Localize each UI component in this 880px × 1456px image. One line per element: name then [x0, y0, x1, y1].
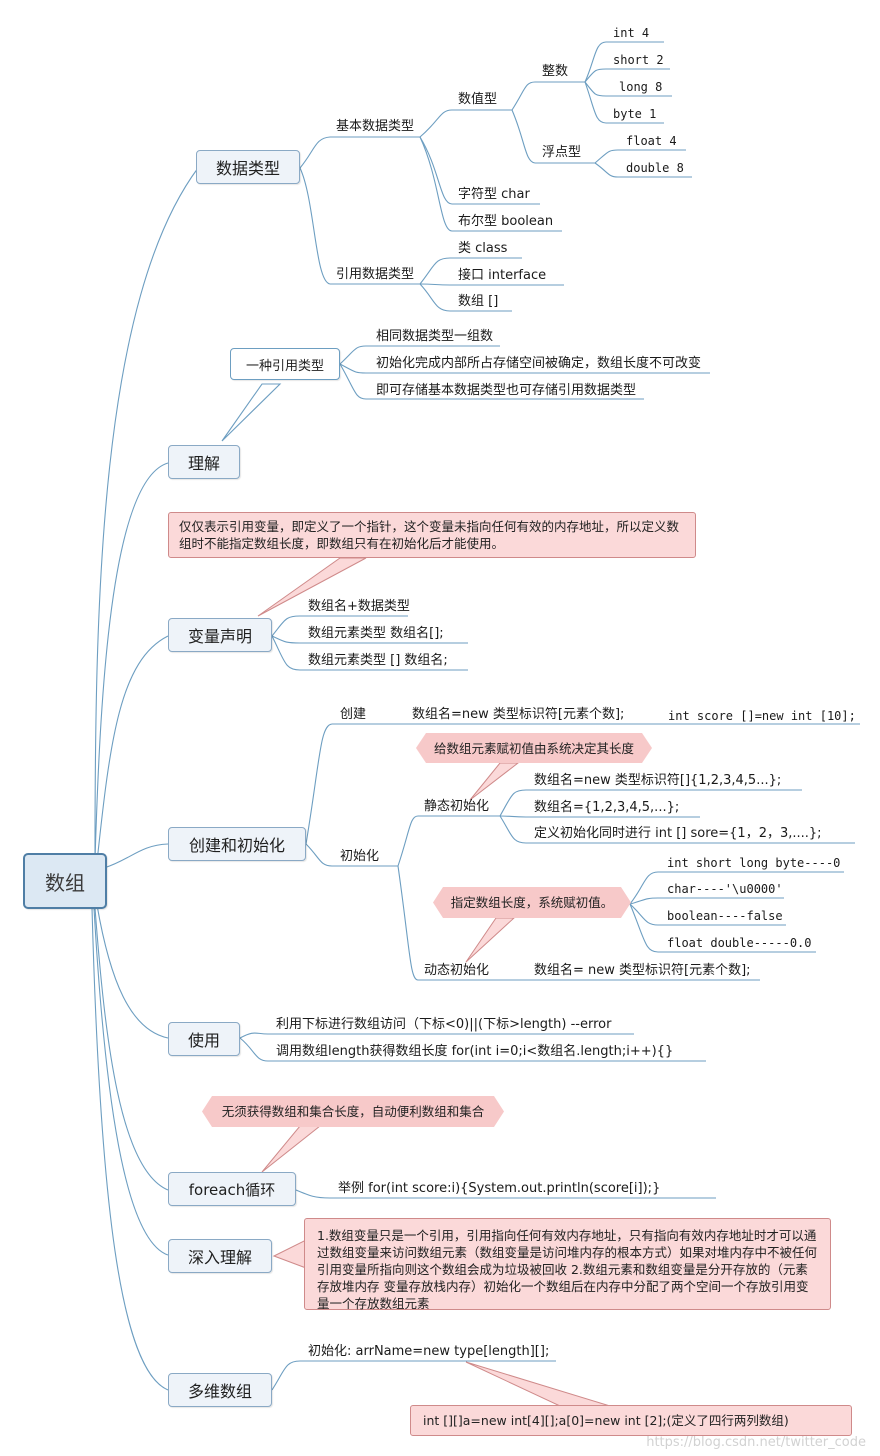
float-leaf[interactable]: float 4 — [626, 134, 677, 148]
static-init-item[interactable]: 定义初始化同时进行 int [] sore={1，2，3,....}; — [534, 826, 822, 841]
declaration-item[interactable]: 数组名+数据类型 — [308, 599, 410, 614]
char-leaf[interactable]: 字符型 char — [458, 187, 530, 202]
numeric-label[interactable]: 数值型 — [458, 92, 498, 107]
short-leaf[interactable]: short 2 — [613, 53, 664, 67]
multi-note: int [][]a=new int[4][];a[0]=new int [2];… — [410, 1405, 852, 1436]
double-leaf[interactable]: double 8 — [626, 161, 684, 175]
static-init-item[interactable]: 数组名={1,2,3,4,5,...}; — [534, 800, 680, 815]
create-example[interactable]: int score []=new int [10]; — [668, 709, 856, 723]
create-label[interactable]: 创建 — [340, 707, 367, 722]
create-syntax[interactable]: 数组名=new 类型标识符[元素个数]; — [412, 707, 625, 722]
topic-data-types[interactable]: 数据类型 — [196, 150, 300, 184]
long-leaf[interactable]: long 8 — [619, 80, 663, 94]
foreach-example[interactable]: 举例 for(int score:i){System.out.println(s… — [338, 1181, 661, 1196]
init-label[interactable]: 初始化 — [340, 849, 380, 864]
declaration-item[interactable]: 数组元素类型 数组名[]; — [308, 626, 444, 641]
byte-leaf[interactable]: byte 1 — [613, 107, 657, 121]
topic-declaration[interactable]: 变量声明 — [168, 618, 272, 652]
declaration-note: 仅仅表示引用变量，即定义了一个指针，这个变量未指向任何有效的内存地址，所以定义数… — [168, 512, 696, 558]
default-value-item[interactable]: char----'\u0000' — [667, 882, 783, 896]
usage-item[interactable]: 调用数组length获得数组长度 for(int i=0;i<数组名.lengt… — [276, 1044, 674, 1059]
integer-label[interactable]: 整数 — [542, 64, 569, 79]
interface-leaf[interactable]: 接口 interface — [458, 268, 547, 283]
dynamic-init-note: 指定数组长度，系统赋初值。 — [433, 887, 631, 918]
boolean-leaf[interactable]: 布尔型 boolean — [458, 214, 554, 229]
topic-understanding[interactable]: 理解 — [168, 445, 240, 479]
static-init-item[interactable]: 数组名=new 类型标识符[]{1,2,3,4,5...}; — [534, 773, 782, 788]
dynamic-init-syntax[interactable]: 数组名= new 类型标识符[元素个数]; — [534, 963, 751, 978]
reference-types-label[interactable]: 引用数据类型 — [336, 267, 415, 282]
topic-multi[interactable]: 多维数组 — [168, 1373, 272, 1407]
static-note-text: 给数组元素赋初值由系统决定其长度 — [433, 740, 634, 756]
foreach-note-text: 无须获得数组和集合长度，自动便利数组和集合 — [221, 1104, 485, 1119]
topic-deep[interactable]: 深入理解 — [168, 1239, 272, 1273]
understanding-item[interactable]: 相同数据类型一组数 — [376, 329, 494, 344]
int-leaf[interactable]: int 4 — [613, 26, 650, 40]
float-group-label[interactable]: 浮点型 — [542, 145, 582, 160]
deep-note: 1.数组变量只是一个引用，引用指向任何有效内存地址，只有指向有效内存地址时才可以… — [304, 1218, 831, 1311]
dynamic-init-label[interactable]: 动态初始化 — [424, 963, 490, 978]
usage-item[interactable]: 利用下标进行数组访问（下标<0)||(下标>length) --error — [276, 1017, 612, 1032]
ref-type-box[interactable]: 一种引用类型 — [230, 348, 340, 380]
multi-init[interactable]: 初始化: arrName=new type[length][]; — [308, 1344, 550, 1359]
declaration-item[interactable]: 数组元素类型 [] 数组名; — [308, 653, 448, 668]
array-type-leaf[interactable]: 数组 [] — [458, 294, 499, 309]
foreach-note: 无须获得数组和集合长度，自动便利数组和集合 — [202, 1096, 504, 1127]
default-value-item[interactable]: int short long byte----0 — [667, 856, 841, 870]
root-node[interactable]: 数组 — [23, 853, 107, 909]
default-value-item[interactable]: boolean----false — [667, 909, 783, 923]
understanding-item[interactable]: 即可存储基本数据类型也可存储引用数据类型 — [376, 383, 637, 398]
basic-types-label[interactable]: 基本数据类型 — [336, 119, 415, 134]
topic-foreach[interactable]: foreach循环 — [168, 1172, 296, 1206]
topic-create-init[interactable]: 创建和初始化 — [168, 827, 306, 861]
static-init-label[interactable]: 静态初始化 — [424, 799, 490, 814]
watermark: https://blog.csdn.net/twitter_code — [646, 1435, 866, 1450]
dynamic-note-text: 指定数组长度，系统赋初值。 — [450, 895, 614, 910]
topic-usage[interactable]: 使用 — [168, 1022, 240, 1056]
static-init-note: 给数组元素赋初值由系统决定其长度 — [416, 733, 652, 763]
default-value-item[interactable]: float double-----0.0 — [667, 936, 812, 950]
class-leaf[interactable]: 类 class — [458, 241, 508, 256]
understanding-item[interactable]: 初始化完成内部所占存储空间被确定，数组长度不可改变 — [376, 356, 702, 371]
